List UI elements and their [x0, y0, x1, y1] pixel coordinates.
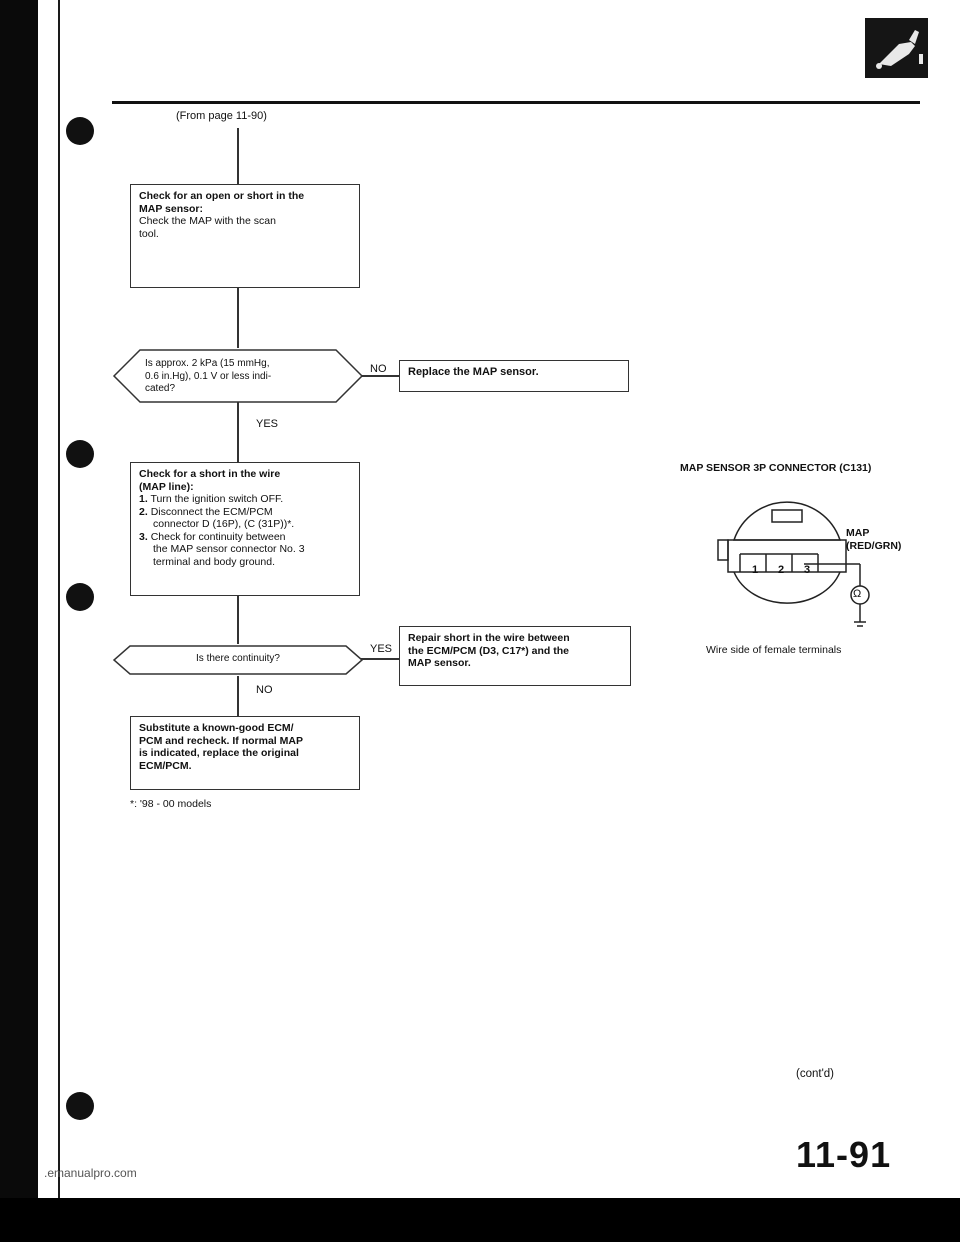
flow-line [237, 128, 239, 184]
replace-sensor-box: Replace the MAP sensor. [399, 360, 629, 392]
decision-diamond [112, 645, 364, 675]
fuel-nozzle-icon [865, 18, 928, 78]
pin-1: 1 [752, 564, 759, 576]
bottom-band [0, 1198, 960, 1242]
flow-line [342, 375, 399, 377]
punch-hole [66, 440, 94, 468]
footnote: *: '98 - 00 models [130, 798, 212, 810]
punch-hole [66, 1092, 94, 1120]
decision1-question: Is approx. 2 kPa (15 mmHg, 0.6 in.Hg), 0… [145, 358, 272, 394]
pin-2: 2 [778, 564, 785, 576]
flow-line [237, 402, 239, 462]
flow-line [237, 288, 239, 348]
no-label: NO [256, 684, 273, 696]
ohmmeter-icon: Ω [853, 588, 862, 600]
wire-label: MAP (RED/GRN) [846, 527, 902, 552]
connector-diagram [717, 501, 870, 627]
connector-caption: Wire side of female terminals [706, 644, 842, 656]
continued-note: (cont'd) [796, 1068, 834, 1080]
decision2-question: Is there continuity? [196, 653, 280, 664]
punch-hole [66, 117, 94, 145]
pin-3: 3 [804, 564, 811, 576]
source-url: .emanualpro.com [44, 1166, 137, 1180]
page-number: 11-91 [796, 1134, 892, 1175]
no-label: NO [370, 363, 387, 375]
check-open-short-box: Check for an open or short in the MAP se… [130, 184, 360, 288]
from-page-note: (From page 11-90) [176, 110, 267, 122]
flow-line [237, 596, 239, 644]
connector-title: MAP SENSOR 3P CONNECTOR (C131) [680, 462, 872, 474]
repair-short-box: Repair short in the wire between the ECM… [399, 626, 631, 686]
flow-line [342, 658, 399, 660]
substitute-ecm-box: Substitute a known-good ECM/ PCM and rec… [130, 716, 360, 790]
yes-label: YES [256, 418, 279, 430]
binding-margin [0, 0, 38, 1242]
header-rule [112, 101, 920, 104]
yes-label: YES [370, 643, 393, 655]
flow-line [237, 676, 239, 716]
punch-hole [66, 583, 94, 611]
check-short-box: Check for a short in the wire (MAP line)… [130, 462, 360, 596]
margin-rule [58, 0, 60, 1242]
decision-diamond [112, 349, 364, 403]
